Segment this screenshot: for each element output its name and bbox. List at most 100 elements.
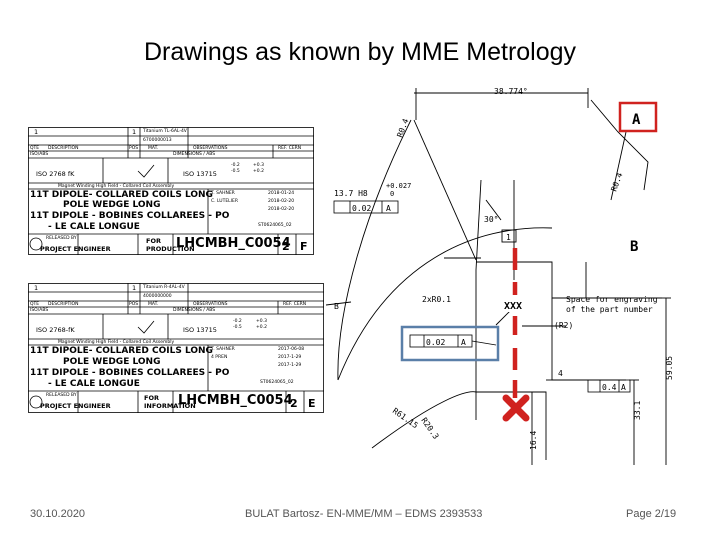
ftol-datum: A xyxy=(386,204,391,213)
datum-a-label: A xyxy=(632,112,641,128)
for-label: FOR xyxy=(146,237,161,245)
checked-by: 4 PREN xyxy=(211,355,228,360)
engraving-note: of the part number xyxy=(566,305,653,314)
description-line: 11T DIPOLE- COLLARED COILS LONG xyxy=(30,346,213,356)
title-block-1: 1 1 Titanium TL-6AL-4V 6700000013 QTE DE… xyxy=(28,127,314,255)
description-line: 11T DIPOLE- COLLARED COILS LONG xyxy=(30,190,213,200)
date-cell: 2018-01-24 xyxy=(268,191,295,196)
footer-date: 30.10.2020 xyxy=(30,508,86,520)
material-ref: Titanium R-4AL-4V xyxy=(143,285,185,290)
dim-top-angle: 38.774° xyxy=(494,87,528,96)
doc-number: ST0624065_02 xyxy=(260,380,294,385)
tol-value: -0.2 xyxy=(231,163,240,168)
col-header: DESCRIPTION xyxy=(48,146,79,151)
date-cell: 2018-02-20 xyxy=(268,207,295,212)
tol-value: -0.2 xyxy=(233,319,242,324)
iso-label: ISO/ABS xyxy=(30,308,49,313)
description-line: - LE CALE LONGUE xyxy=(48,379,140,389)
ftol-datum: A xyxy=(461,338,466,347)
description-line: POLE WEDGE LONG xyxy=(63,357,161,367)
iso-edges: ISO 13715 xyxy=(183,170,217,178)
col-header: OBSERVATIONS xyxy=(193,302,228,307)
date-cell: 2017-1-29 xyxy=(278,363,302,368)
red-cross-icon xyxy=(502,394,530,422)
iso-general-tolerance: ISO 2768 fK xyxy=(36,170,75,178)
date-cell: 2017-1-29 xyxy=(278,355,302,360)
col-header: POS xyxy=(129,146,139,151)
col-header: OBSERVATIONS xyxy=(193,146,228,151)
for-label: FOR xyxy=(144,394,159,402)
drawing-number: LHCMBH_C0054 xyxy=(178,393,293,408)
qty-cell: 1 xyxy=(34,128,39,136)
for-value: PRODUCTION xyxy=(146,245,195,253)
dim-height: 59.05 xyxy=(665,356,674,380)
technical-drawing: 38.774° R0.4 R0.4 13.7 H8 +0.027 0 0.02 … xyxy=(326,87,674,465)
description-line: 11T DIPOLE - BOBINES COLLAREES - PO xyxy=(30,211,230,221)
dim-radius: R0.4 xyxy=(609,171,624,192)
tol-value: +0.2 xyxy=(253,169,264,174)
ftol-value: 0.02 xyxy=(426,338,445,347)
datum-b-label: B xyxy=(630,239,638,255)
released-by: PROJECT ENGINEER xyxy=(40,245,111,253)
ftol-value: 0.02 xyxy=(352,204,371,213)
qty-cell: 1 xyxy=(34,284,39,292)
material-code: 6700000013 xyxy=(143,138,172,143)
dim-angle: 30° xyxy=(484,215,498,224)
item-number: 1 xyxy=(506,233,511,242)
dim-radius-large: R61.15 xyxy=(391,406,420,430)
col-header: QTE xyxy=(30,302,40,307)
drawn-by: T. SAHNER xyxy=(211,347,235,352)
footer-author: BULAT Bartosz- EN-MME/MM – EDMS 2393533 xyxy=(245,508,483,520)
tol-value: -0.5 xyxy=(231,169,240,174)
datum-a-marker: A xyxy=(618,101,658,133)
dim-bore-tol-lo: 0 xyxy=(390,190,394,198)
project-line: Magnet Winding High Field - Collared Coi… xyxy=(58,184,175,189)
dim-r2: (R2) xyxy=(554,321,573,330)
ftol-datum: A xyxy=(621,383,626,392)
datum-b-marker: B xyxy=(620,230,656,258)
released-by: PROJECT ENGINEER xyxy=(40,402,111,410)
dim-radii: 2xR0.1 xyxy=(422,295,451,304)
description-line: - LE CALE LONGUE xyxy=(48,222,140,232)
sheet-number: 2 xyxy=(282,240,290,253)
col-header: DESCRIPTION xyxy=(48,302,79,307)
revision: E xyxy=(308,397,316,410)
description-line: POLE WEDGE LONG xyxy=(63,200,161,210)
engraving-note: Space for engraving xyxy=(566,295,658,304)
slide-title: Drawings as known by MME Metrology xyxy=(143,38,577,66)
sheet-number: 2 xyxy=(290,397,298,410)
col-header: QTE xyxy=(30,146,40,151)
tol-value: +0.3 xyxy=(256,319,267,324)
dim-radius-medium: R20.3 xyxy=(419,416,440,441)
description-line: 11T DIPOLE - BOBINES COLLAREES - PO xyxy=(30,368,230,378)
datum-b-small: B xyxy=(334,302,339,311)
qty-cell: 1 xyxy=(132,128,137,136)
dim-radius: R0.4 xyxy=(395,117,410,138)
title-block-1-grid xyxy=(28,127,314,255)
project-line: Magnet Winding High Field - Collared Coi… xyxy=(58,340,175,345)
for-value: INFORMATION xyxy=(144,402,196,410)
doc-number: ST0624065_02 xyxy=(258,223,292,228)
iso-general-tolerance: ISO 2768-fK xyxy=(36,326,75,334)
footer-page-number: Page 2/19 xyxy=(626,508,677,520)
released-by-label: RELEASED BY xyxy=(46,236,77,241)
released-by-label: RELEASED BY xyxy=(46,393,77,398)
qty-cell: 1 xyxy=(132,284,137,292)
form-tolerance-frame-1: 0.02 A xyxy=(333,200,399,214)
dim-bore-tol-up: +0.027 xyxy=(386,182,411,190)
col-header: REF. CERN xyxy=(278,146,302,151)
col-header: POS xyxy=(129,302,139,307)
dim-bore: 13.7 H8 xyxy=(334,189,368,198)
ftol-value: 0.4 xyxy=(602,383,617,392)
title-block-2: 1 1 Titanium R-4AL-4V 4000000000 QTE DES… xyxy=(28,283,324,413)
material-ref: Titanium TL-6AL-4V xyxy=(143,129,187,134)
title-block-2-grid xyxy=(28,283,324,413)
col-header: MAT. xyxy=(148,146,159,151)
checked-by: C. LUTELIER xyxy=(211,199,238,204)
drawn-by: T. SAHNER xyxy=(211,191,235,196)
dim-label: DIMENSIONS / ABS xyxy=(173,152,216,157)
tol-value: +0.2 xyxy=(256,325,267,330)
iso-label: ISO/ABS xyxy=(30,152,49,157)
xxx-marker: XXX xyxy=(500,298,530,312)
drawing-number: LHCMBH_C0054 xyxy=(176,236,291,251)
